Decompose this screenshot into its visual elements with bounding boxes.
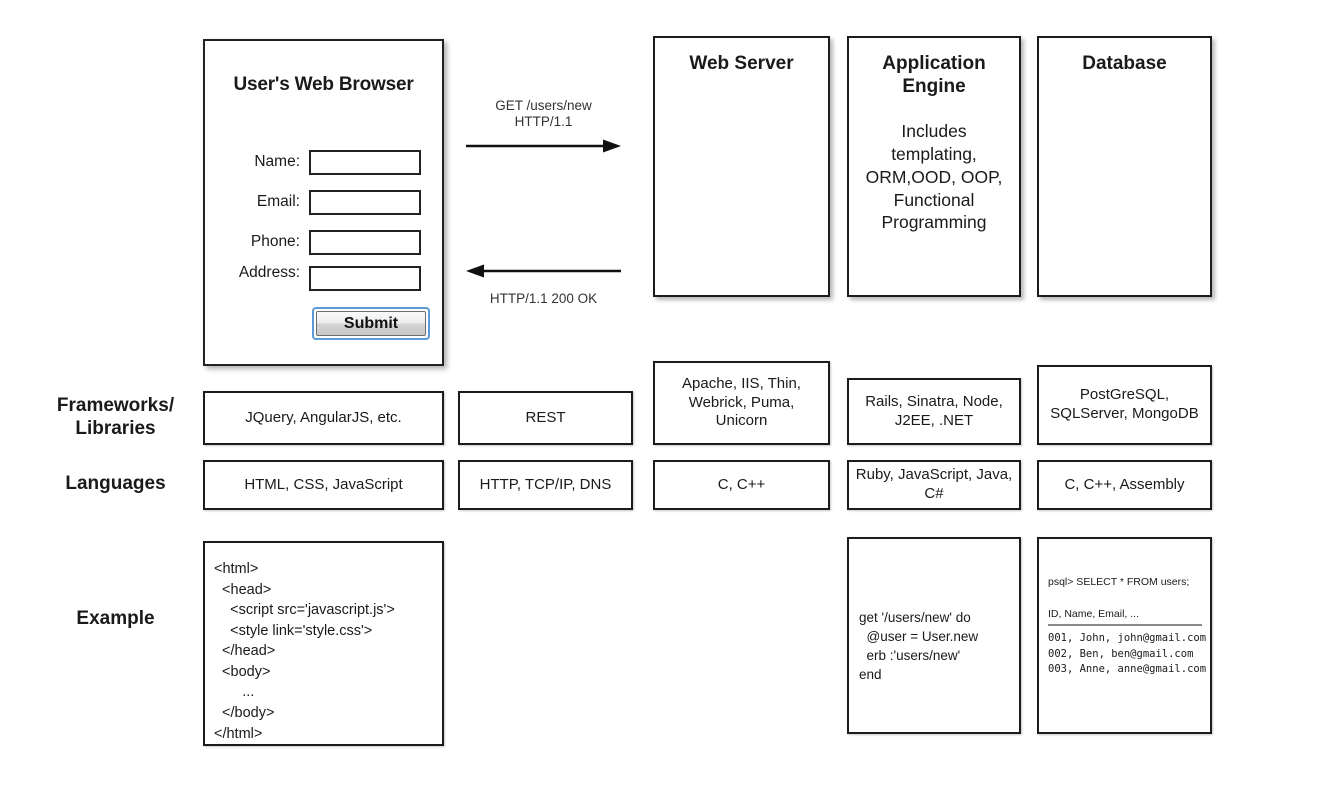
frameworks-web-server-text: Apache, IIS, Thin, Webrick, Puma, Unicor… [682, 374, 801, 430]
address-input[interactable] [309, 266, 421, 291]
email-label: Email: [256, 193, 300, 211]
frameworks-cell-web-server: Apache, IIS, Thin, Webrick, Puma, Unicor… [653, 361, 830, 445]
database-column-headers: ID, Name, Email, ... [1048, 608, 1140, 621]
languages-web-server-text: C, C++ [717, 475, 766, 493]
row-label-languages: Languages [65, 473, 166, 494]
languages-cell-protocol: HTTP, TCP/IP, DNS [458, 460, 633, 510]
arrow-right-icon [466, 139, 621, 153]
languages-database-text: C, C++, Assembly [1064, 475, 1185, 493]
languages-protocol-text: HTTP, TCP/IP, DNS [479, 475, 612, 493]
languages-cell-web-server: C, C++ [653, 460, 830, 510]
form-row-email: Email: [219, 188, 431, 216]
tier-application-engine: Application Engine Includes templating, … [847, 36, 1021, 297]
phone-label: Phone: [250, 233, 300, 251]
submit-focus-ring: Submit [312, 307, 430, 340]
request-arrow-group: GET /users/new HTTP/1.1 [466, 98, 621, 160]
database-result-rows: 001, John, john@gmail.com 002, Ben, ben@… [1048, 632, 1207, 675]
name-label: Name: [254, 153, 300, 171]
frameworks-browser-text: JQuery, AngularJS, etc. [245, 408, 402, 426]
row-label-frameworks: Frameworks/ Libraries [56, 395, 175, 440]
languages-cell-app-engine: Ruby, JavaScript, Java, C# [847, 460, 1021, 510]
frameworks-cell-database: PostGreSQL, SQLServer, MongoDB [1037, 365, 1212, 445]
tier-web-server: Web Server [653, 36, 830, 297]
frameworks-app-engine-text: Rails, Sinatra, Node, J2EE, .NET [865, 392, 1003, 429]
arrow-left-icon [466, 264, 621, 278]
tier-database: Database [1037, 36, 1212, 297]
request-arrow-label: GET /users/new HTTP/1.1 [495, 98, 592, 130]
application-engine-title: Application Engine [882, 53, 986, 98]
database-title: Database [1082, 53, 1167, 74]
example-html-code: <html> <head> <script src='javascript.js… [214, 561, 395, 742]
example-engine-code: get '/users/new' do @user = User.new erb… [859, 610, 979, 682]
row-label-example: Example [76, 608, 155, 629]
frameworks-cell-protocol: REST [458, 391, 633, 445]
frameworks-cell-browser: JQuery, AngularJS, etc. [203, 391, 444, 445]
submit-button[interactable]: Submit [316, 311, 426, 336]
browser-title: User's Web Browser [233, 74, 414, 95]
frameworks-cell-app-engine: Rails, Sinatra, Node, J2EE, .NET [847, 378, 1021, 445]
form-row-address: Address: [219, 263, 431, 305]
languages-cell-database: C, C++, Assembly [1037, 460, 1212, 510]
languages-browser-text: HTML, CSS, JavaScript [244, 475, 403, 493]
example-engine-code-box: get '/users/new' do @user = User.new erb… [847, 537, 1021, 734]
example-database-console-box: psql> SELECT * FROM users; ID, Name, Ema… [1037, 537, 1212, 734]
database-query-text: psql> SELECT * FROM users; [1048, 576, 1190, 588]
languages-cell-browser: HTML, CSS, JavaScript [203, 460, 444, 510]
application-engine-description: Includes templating, ORM,OOD, OOP, Funct… [865, 121, 1003, 233]
email-input[interactable] [309, 189, 421, 215]
web-server-title: Web Server [689, 53, 794, 74]
browser-window: User's Web Browser Name: Email: Phone: A… [203, 39, 444, 366]
database-console: psql> SELECT * FROM users; ID, Name, Ema… [1039, 539, 1210, 677]
response-arrow-group: HTTP/1.1 200 OK [466, 263, 621, 325]
form-row-name: Name: [219, 148, 431, 176]
address-label: Address: [238, 264, 300, 281]
response-arrow-label: HTTP/1.1 200 OK [489, 291, 598, 306]
frameworks-protocol-text: REST [525, 408, 566, 426]
phone-input[interactable] [309, 229, 421, 255]
form-row-phone: Phone: [219, 228, 431, 256]
frameworks-database-text: PostGreSQL, SQLServer, MongoDB [1050, 386, 1199, 422]
name-input[interactable] [309, 149, 421, 175]
languages-app-engine-text: Ruby, JavaScript, Java, C# [855, 466, 1013, 502]
example-html-code-box: <html> <head> <script src='javascript.js… [203, 541, 444, 746]
database-header-rule [1048, 624, 1202, 627]
